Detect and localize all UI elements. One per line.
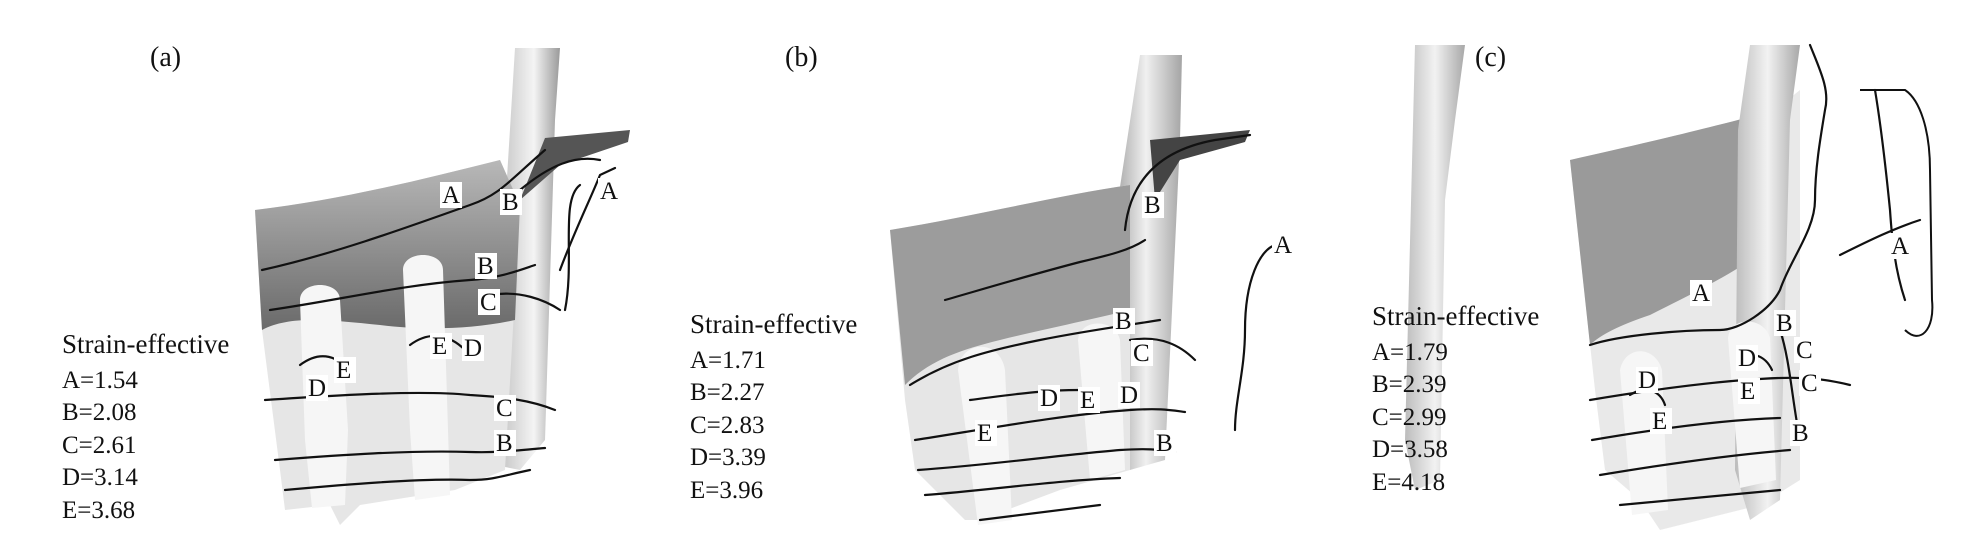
legend-entry: C=2.83 (690, 411, 765, 439)
legend-entry: E=3.96 (690, 476, 764, 504)
svg-text:D: D (1738, 345, 1756, 372)
contour-tag: E (1078, 387, 1100, 414)
flange (1150, 130, 1250, 200)
contour-tag: E (1738, 378, 1760, 405)
contour-tag: C (1799, 370, 1821, 397)
contour-tag: D (462, 335, 484, 362)
contour-tag: A (598, 178, 620, 205)
legend-entry: D=3.14 (62, 464, 138, 491)
strain-legend: Strain-effective A=1.71 B=2.27 C=2.83 D=… (690, 308, 857, 507)
svg-text:B: B (1156, 430, 1173, 457)
svg-text:B: B (496, 430, 513, 457)
tube-wall (1405, 45, 1465, 490)
svg-text:E: E (977, 420, 992, 447)
contour-tag: B (1774, 310, 1796, 337)
svg-text:C: C (1133, 340, 1150, 367)
contour-tag: A (1889, 233, 1911, 260)
contour-tag: B (500, 189, 522, 216)
legend-entry: D=3.39 (690, 444, 766, 471)
svg-text:B: B (477, 253, 494, 280)
panel-b: (b) A B B B C D D E E Strain-ef (660, 0, 1320, 556)
contour-tag: D (1736, 345, 1758, 372)
legend-entry: E=4.18 (1372, 468, 1446, 496)
contour-tag: E (430, 333, 452, 360)
svg-text:D: D (464, 335, 482, 362)
groove (403, 255, 450, 500)
strain-contour-plot-b: A B B B C D D E E (890, 55, 1294, 525)
legend-entry: B=2.27 (690, 379, 765, 406)
contour-tag: E (1650, 408, 1672, 435)
strain-legend: Strain-effective A=1.79 B=2.39 C=2.99 D=… (1372, 300, 1539, 499)
legend-title: Strain-effective (1372, 301, 1540, 331)
high-strain-zone (890, 185, 1130, 385)
panel-label: (c) (1475, 42, 1507, 73)
contour-tag: C (1131, 340, 1153, 367)
legend-title: Strain-effective (62, 329, 230, 359)
contour-tag: B (475, 253, 497, 280)
panel-c: (c) A A B B C C D D E E (1320, 0, 1979, 556)
outer-shell (1860, 89, 1934, 337)
legend-entry: D=3.58 (1372, 436, 1448, 463)
contour-tag: E (334, 357, 356, 384)
svg-text:C: C (496, 395, 513, 422)
contour-tag: D (306, 375, 328, 402)
strain-contour-plot-c: A A B B C C D D E E (1405, 43, 1934, 530)
contour-tag: C (494, 395, 516, 422)
svg-text:A: A (1274, 232, 1292, 259)
svg-text:B: B (1776, 310, 1793, 337)
svg-text:E: E (1080, 387, 1095, 414)
svg-text:E: E (432, 333, 447, 360)
svg-text:B: B (1115, 308, 1132, 335)
svg-text:D: D (1638, 367, 1656, 394)
strain-contour-plot-a: A A B B B C C D D E E (255, 48, 630, 525)
svg-text:A: A (1891, 233, 1909, 260)
contour-tag: D (1038, 385, 1060, 412)
svg-text:B: B (1792, 420, 1809, 447)
contour-tag: B (1154, 430, 1176, 457)
svg-text:D: D (308, 375, 326, 402)
svg-text:B: B (502, 189, 519, 216)
groove (1078, 323, 1125, 480)
svg-text:B: B (1144, 192, 1161, 219)
svg-text:A: A (442, 182, 460, 209)
svg-text:E: E (1740, 378, 1755, 405)
contour-tag: C (1794, 337, 1816, 364)
legend-entry: A=1.79 (1372, 338, 1448, 366)
panel-a: (a) A A B (0, 0, 660, 556)
svg-text:E: E (1652, 408, 1667, 435)
legend-title: Strain-effective (690, 309, 858, 339)
svg-text:E: E (336, 357, 351, 384)
svg-text:C: C (480, 289, 497, 316)
svg-text:D: D (1120, 382, 1138, 409)
svg-text:A: A (1692, 280, 1710, 307)
contour-tag: A (1272, 232, 1294, 259)
svg-text:C: C (1801, 370, 1818, 397)
contour-tag: C (478, 289, 500, 316)
contour-tag: B (1790, 420, 1812, 447)
flange (520, 130, 630, 200)
legend-entry: A=1.54 (62, 366, 138, 394)
svg-text:C: C (1796, 337, 1813, 364)
contour-tag: D (1636, 367, 1658, 394)
contour-tag: E (975, 420, 997, 447)
strain-legend: Strain-effective A=1.54 B=2.08 C=2.61 D=… (62, 328, 229, 527)
panel-label: (b) (785, 42, 818, 73)
legend-entry: A=1.71 (690, 346, 766, 374)
legend-entry: C=2.61 (62, 431, 137, 459)
contour-tag: B (1113, 308, 1135, 335)
legend-entry: B=2.39 (1372, 371, 1447, 398)
contour-tag: B (1142, 192, 1164, 219)
high-strain-zone (1570, 110, 1780, 345)
contour-tag: A (440, 182, 462, 209)
panel-label: (a) (150, 42, 182, 73)
contour-tag: B (494, 430, 516, 457)
contour-tag: D (1118, 382, 1140, 409)
legend-entry: E=3.68 (62, 496, 136, 524)
legend-entry: B=2.08 (62, 399, 137, 426)
contour-tag: A (1690, 280, 1712, 307)
svg-text:D: D (1040, 385, 1058, 412)
svg-text:A: A (600, 178, 618, 205)
legend-entry: C=2.99 (1372, 403, 1447, 431)
